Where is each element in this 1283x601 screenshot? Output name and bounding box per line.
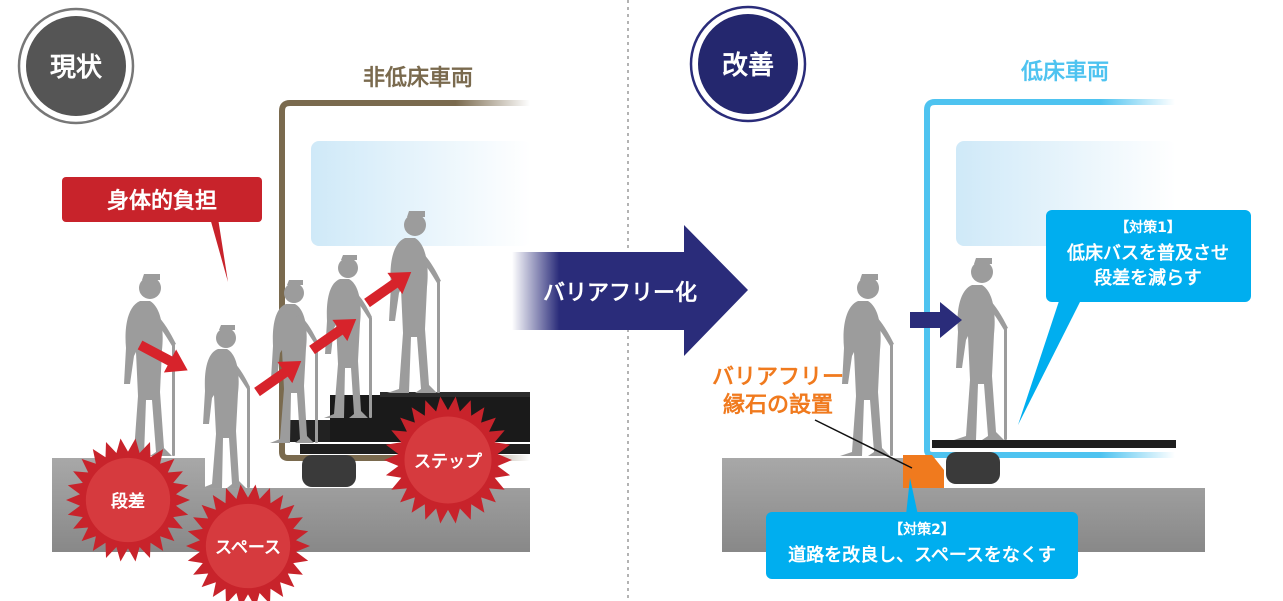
transition-arrow: バリアフリー化 [512,225,748,356]
low-floor-vehicle-label: 低床車両 [1020,59,1109,85]
curb-label-line1: バリアフリー [712,365,844,390]
vehicle-window [311,141,531,246]
problem-label: スペース [215,538,281,558]
barrier-free-curb [903,455,944,488]
problem-badge-core [85,457,171,543]
vehicle-step-1 [290,420,330,442]
transition-label: バリアフリー化 [543,280,697,306]
problem-label: ステップ [414,451,483,472]
elder-figure [202,325,250,488]
after-badge-label: 改善 [722,50,774,81]
burden-label: 身体的負担 [107,188,217,214]
vehicle-wheel [302,455,356,487]
measure1-line3: 段差を減らす [1094,267,1202,289]
curb-label-line2: 縁石の設置 [723,392,833,418]
elder-figure [840,274,894,456]
after-badge: 改善 [689,5,807,123]
boarding-arrow [910,302,962,338]
problem-badge-core [205,503,291,589]
measure1-heading: 【対策1】 [1115,219,1181,236]
measure1-line2: 低床バスを普及させ [1066,242,1229,264]
before-panel: 現状 非低床車両 [17,7,531,601]
problem-label: 段差 [111,491,145,512]
burden-callout: 身体的負担 [62,177,262,282]
measure1-callout: 【対策1】 低床バスを普及させ 段差を減らす [1018,210,1251,425]
problem-badge-core [404,416,492,504]
before-badge: 現状 [17,7,135,125]
measure2-line2: 道路を改良し、スペースをなくす [788,544,1056,566]
before-badge-label: 現状 [50,53,103,83]
elder-figure [954,258,1008,440]
measure2-callout: 【対策2】 道路を改良し、スペースをなくす [766,478,1078,579]
non-low-floor-vehicle-label: 非低床車両 [363,65,473,91]
curb-leader-line [814,419,913,469]
measure2-heading: 【対策2】 [889,521,955,538]
vehicle-wheel [946,452,1000,484]
after-panel: 改善 低床車両 バリアフリー 縁石の設置 【対策1】 [689,5,1251,579]
